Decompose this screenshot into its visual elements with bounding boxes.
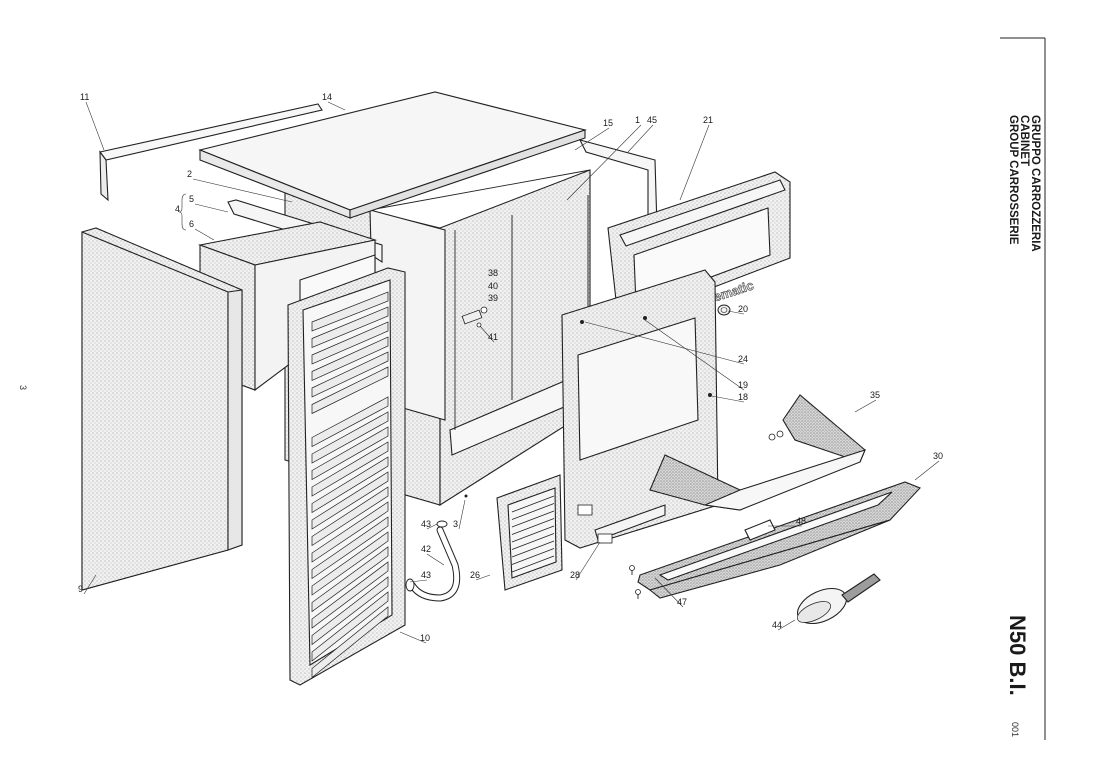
leader-line-19	[644, 319, 745, 391]
leader-line-9	[83, 574, 97, 595]
callout-15: 15	[603, 118, 613, 128]
callout-3: 3	[453, 519, 458, 529]
title-line-1: GRUPPO CARROZZERIA	[1029, 115, 1041, 252]
title-block: GRUPPO CARROZZERIA CABINET GROUP CARROSS…	[1007, 115, 1041, 252]
callout-1: 1	[635, 115, 640, 125]
louvre-slats	[311, 291, 389, 679]
callout-6: 6	[189, 219, 194, 229]
callout-4: 4	[175, 204, 180, 214]
part-10-louvre-door	[287, 267, 406, 686]
page-number: 3	[18, 385, 28, 390]
leader-line-21	[679, 124, 710, 201]
callout-24: 24	[738, 354, 748, 364]
part-28-lower-strip	[594, 504, 666, 544]
leader-line-35	[854, 399, 877, 413]
leader-line-10	[399, 631, 427, 644]
callout-43: 43	[421, 519, 431, 529]
part-30-base-tray	[637, 481, 921, 599]
title-line-2: CABINET	[1018, 115, 1030, 166]
callout-19: 19	[738, 380, 748, 390]
part-47-screws	[629, 565, 641, 599]
leader-line-5	[194, 203, 229, 213]
leader-line-2	[192, 178, 293, 203]
callout-28: 28	[570, 570, 580, 580]
callout-11: 11	[80, 92, 89, 102]
callout-42: 42	[421, 544, 431, 554]
callout-47: 47	[677, 597, 687, 607]
leader-line-47	[654, 577, 684, 608]
leader-line-28	[575, 541, 601, 581]
leader-line-41	[479, 325, 495, 343]
callout-18: 18	[738, 392, 748, 402]
callout-35: 35	[870, 390, 880, 400]
callout-30: 30	[933, 451, 943, 461]
callout-10: 10	[420, 633, 430, 643]
callout-20: 20	[738, 304, 748, 314]
part-39-fastener	[461, 306, 488, 328]
leader-line-26	[475, 574, 491, 581]
title-line-3: GROUP CARROSSERIE	[1007, 115, 1019, 245]
leader-line-42	[426, 553, 445, 566]
part-35-stand	[649, 394, 866, 511]
leader-line-14	[327, 101, 346, 111]
leader-line-30	[914, 460, 940, 481]
part-9-left-side-panel	[81, 227, 243, 591]
callout-45: 45	[647, 115, 657, 125]
leader-line-20	[727, 310, 745, 315]
part-42-drain-hose	[405, 520, 461, 602]
part-18-front-frame	[561, 269, 719, 549]
callout-38: 38	[488, 268, 498, 278]
callout-48: 48	[796, 516, 806, 526]
leader-line-24	[584, 321, 745, 365]
grille-slats	[511, 495, 555, 573]
bracket-4	[178, 193, 187, 231]
callout-14: 14	[322, 92, 332, 102]
leader-lines	[83, 101, 940, 644]
page-code-block: 001	[1010, 722, 1020, 737]
callout-41: 41	[488, 332, 498, 342]
part-11-rear-strip	[99, 103, 323, 202]
model-title: N50 B.I.	[1005, 615, 1030, 696]
part-44-ice-scoop	[796, 573, 881, 625]
callout-9: 9	[78, 584, 83, 594]
callout-5: 5	[189, 194, 194, 204]
leader-line-43	[426, 523, 438, 530]
callout-21: 21	[703, 115, 713, 125]
page-code: 001	[1010, 722, 1020, 737]
part-14-top-lid	[198, 91, 587, 219]
leader-line-3	[458, 499, 466, 530]
leader-line-44	[777, 619, 796, 631]
callout-43: 43	[421, 570, 431, 580]
callout-40: 40	[488, 281, 498, 291]
leader-line-43	[409, 579, 428, 583]
callout-26: 26	[470, 570, 480, 580]
leader-line-45	[627, 124, 654, 153]
callout-44: 44	[772, 620, 782, 630]
leader-line-1	[566, 124, 642, 201]
model-block: N50 B.I.	[1005, 615, 1030, 696]
leader-line-18	[711, 395, 745, 403]
part-26-lower-grille	[496, 474, 563, 591]
leader-line-15	[574, 127, 610, 151]
callout-2: 2	[187, 169, 192, 179]
part-20-knob	[717, 304, 731, 316]
callout-39: 39	[488, 293, 498, 303]
leader-line-11	[85, 101, 105, 151]
page-number-block: 3	[18, 385, 28, 390]
leader-line-6	[194, 228, 215, 241]
